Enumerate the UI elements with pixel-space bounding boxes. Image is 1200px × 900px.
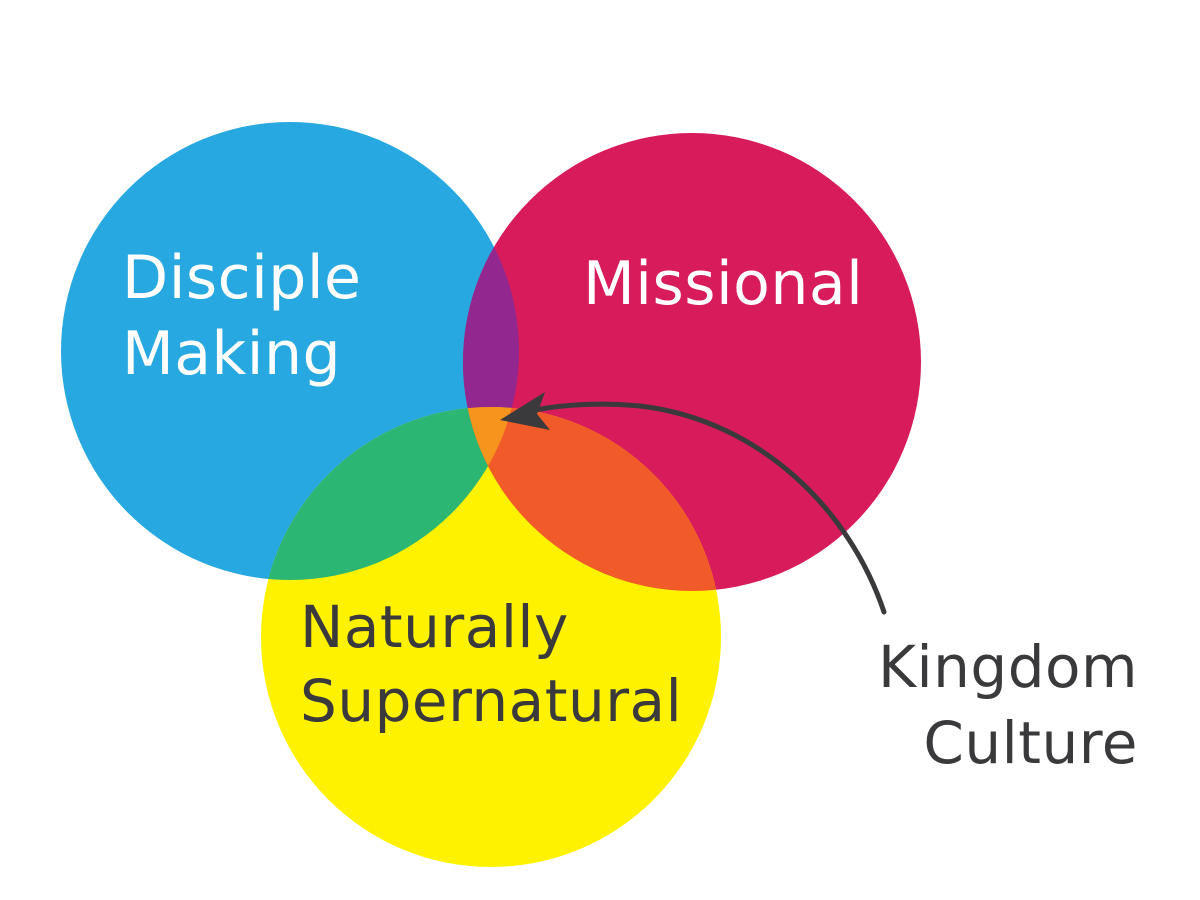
label-naturally-supernatural: Naturally Supernatural [300,598,682,730]
label-naturally-supernatural-line1: Naturally [300,593,569,661]
label-kingdom-culture: Kingdom Culture [876,638,1138,772]
label-naturally-supernatural-line2: Supernatural [300,667,683,735]
label-disciple-making-line2: Making [122,319,342,389]
overlap-missional-supernatural [463,407,721,591]
label-disciple-making: Disciple Making [122,248,361,384]
label-missional: Missional [583,254,863,314]
overlap-disciple-supernatural [261,407,519,580]
label-kingdom-culture-line1: Kingdom [877,633,1138,701]
label-disciple-making-line1: Disciple [122,243,362,313]
label-kingdom-culture-line2: Culture [923,709,1138,777]
callout-arrow-line [532,401,887,615]
label-missional-line1: Missional [583,249,864,319]
arrow-head-icon [500,392,550,430]
